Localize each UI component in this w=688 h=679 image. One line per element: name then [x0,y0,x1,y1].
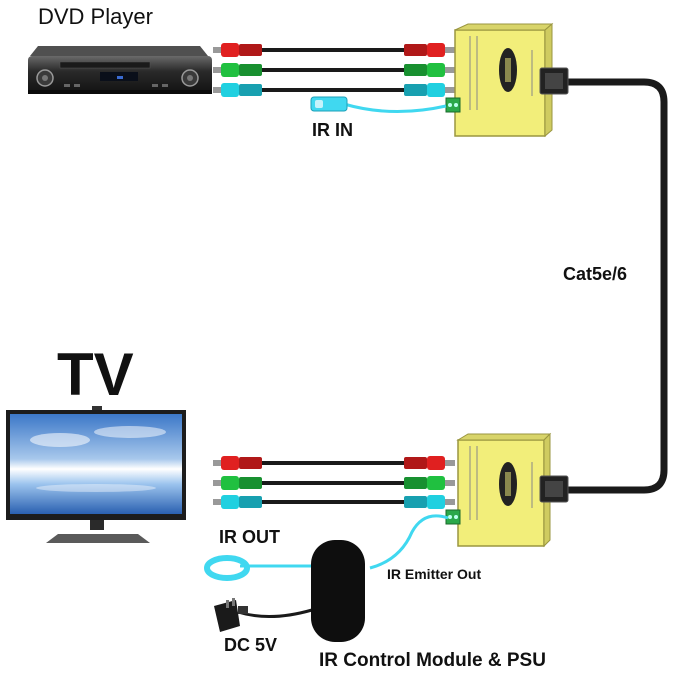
rca-plugs-top-left [213,43,262,97]
cable-label: Cat5e/6 [563,264,628,284]
ir-emitter-cable [369,514,449,570]
top-component-cables [262,48,404,92]
ir-out-label: IR OUT [219,527,280,547]
ir-control-module [311,540,365,642]
rca-plugs-bottom-right [404,456,455,509]
bottom-component-cables [262,461,404,504]
dc-power-label: DC 5V [224,635,278,655]
power-adapter [214,598,313,632]
ir-receiver-sensor [310,96,447,114]
module-label: IR Control Module & PSU [319,650,546,671]
ir-in-label: IR IN [312,120,354,140]
tv-device [6,406,186,543]
dvd-player-device [28,46,212,94]
rca-plugs-bottom-left [213,456,262,509]
rca-plugs-top-right [404,43,455,97]
dvd-player-label: DVD Player [38,4,153,29]
tv-label: TV [57,341,134,408]
transmitter-box [445,22,569,138]
cat5-cable [568,78,668,494]
ir-emitter-out-label: IR Emitter Out [387,566,482,582]
receiver-box [445,432,569,548]
ir-emitter-loop [204,555,312,581]
